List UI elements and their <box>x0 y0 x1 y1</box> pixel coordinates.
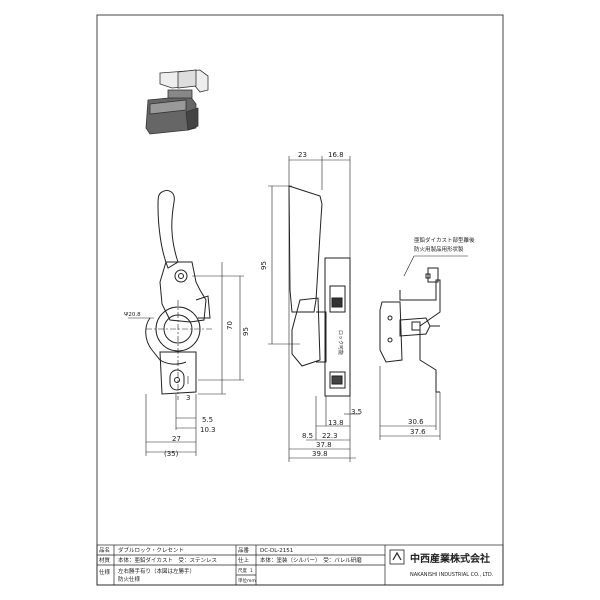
front-view <box>128 189 212 400</box>
dim-16-8: 16.8 <box>328 151 344 159</box>
company-name-jp: 中西産業株式会社 <box>410 552 490 565</box>
dim-13-8: 13.8 <box>328 419 344 427</box>
dim-95-front: 95 <box>242 327 250 336</box>
dim-27: 27 <box>172 435 181 443</box>
callout-line-1: 亜鉛ダイカスト部型離後 <box>414 236 475 244</box>
company-logo <box>389 549 405 565</box>
title-block <box>96 544 504 586</box>
callout-line-2: 防火用製品用形状製 <box>414 245 464 253</box>
svg-text:ロック可能: ロック可能 <box>337 330 344 355</box>
front-dim-labels: 70 95 Ψ20.8 3 5.5 10.3 27 (35) <box>124 312 250 458</box>
dim-37-6: 37.6 <box>410 428 426 436</box>
tb-code-value: DC-DL-2151 <box>260 548 293 554</box>
side-view: ロック可能 <box>288 185 351 397</box>
tb-name-label: 品名 <box>99 546 110 554</box>
dim-radius: Ψ20.8 <box>124 312 141 318</box>
lever <box>157 189 179 269</box>
dim-23: 23 <box>298 151 307 159</box>
receiver-dimensions <box>379 255 468 440</box>
tb-spec-label: 仕様 <box>99 568 111 576</box>
tb-spec-value-2: 防火仕様 <box>118 575 141 583</box>
side-plate <box>324 257 351 397</box>
tb-code-label: 品番 <box>238 547 250 554</box>
dim-37-8: 37.8 <box>316 441 332 449</box>
tb-unit-value: mm <box>247 579 256 584</box>
receiver-dim-labels: 30.6 37.6 亜鉛ダイカスト部型離後 防火用製品用形状製 <box>408 236 475 436</box>
tb-finish-label: 仕上 <box>238 556 250 564</box>
dim-70: 70 <box>226 321 234 330</box>
tb-unit-label: 単位 <box>238 577 247 584</box>
side-dim-labels: 23 16.8 95 3.5 13.8 8.5 22.3 37.8 39.8 <box>260 151 362 458</box>
tb-scale-label: 尺度 <box>238 567 247 574</box>
receiver-view <box>379 267 441 393</box>
tb-scale-value: 1 <box>250 568 253 574</box>
title-block-text: 品名 ダブルロック・クレセント 材質 本体：亜鉛ダイカスト 受：ステンレス 仕様… <box>99 546 362 584</box>
upper-screw-hole <box>174 269 188 283</box>
dim-30-6: 30.6 <box>408 418 424 426</box>
side-lever <box>288 185 323 313</box>
tb-material-value: 本体：亜鉛ダイカスト 受：ステンレス <box>118 556 217 564</box>
tb-name-value: ダブルロック・クレセント <box>118 546 184 554</box>
tb-material-label: 材質 <box>99 556 111 564</box>
lower-slot <box>169 369 185 391</box>
dim-22-3: 22.3 <box>322 432 338 440</box>
dim-3-5: 3.5 <box>351 408 362 416</box>
dim-5-5: 5.5 <box>202 416 213 424</box>
dim-10-3: 10.3 <box>200 426 216 434</box>
dim-95-side: 95 <box>260 261 268 270</box>
company-name-en: NAKANISHI INDUSTRIAL CO., LTD. <box>410 572 494 578</box>
dim-39-8: 39.8 <box>312 450 328 458</box>
dim-3: 3 <box>186 394 190 402</box>
tb-finish-value: 本体：塗装（シルバー） 受：バレル研磨 <box>260 556 362 564</box>
side-dimensions <box>268 156 360 462</box>
front-dimensions <box>145 262 244 456</box>
isometric-preview <box>145 69 209 135</box>
tb-spec-value-1: 左右勝手有り（本図は左勝手） <box>118 567 195 575</box>
dim-8-5: 8.5 <box>302 432 313 440</box>
receiver-bracket <box>399 279 441 393</box>
dim-35: (35) <box>164 450 179 458</box>
